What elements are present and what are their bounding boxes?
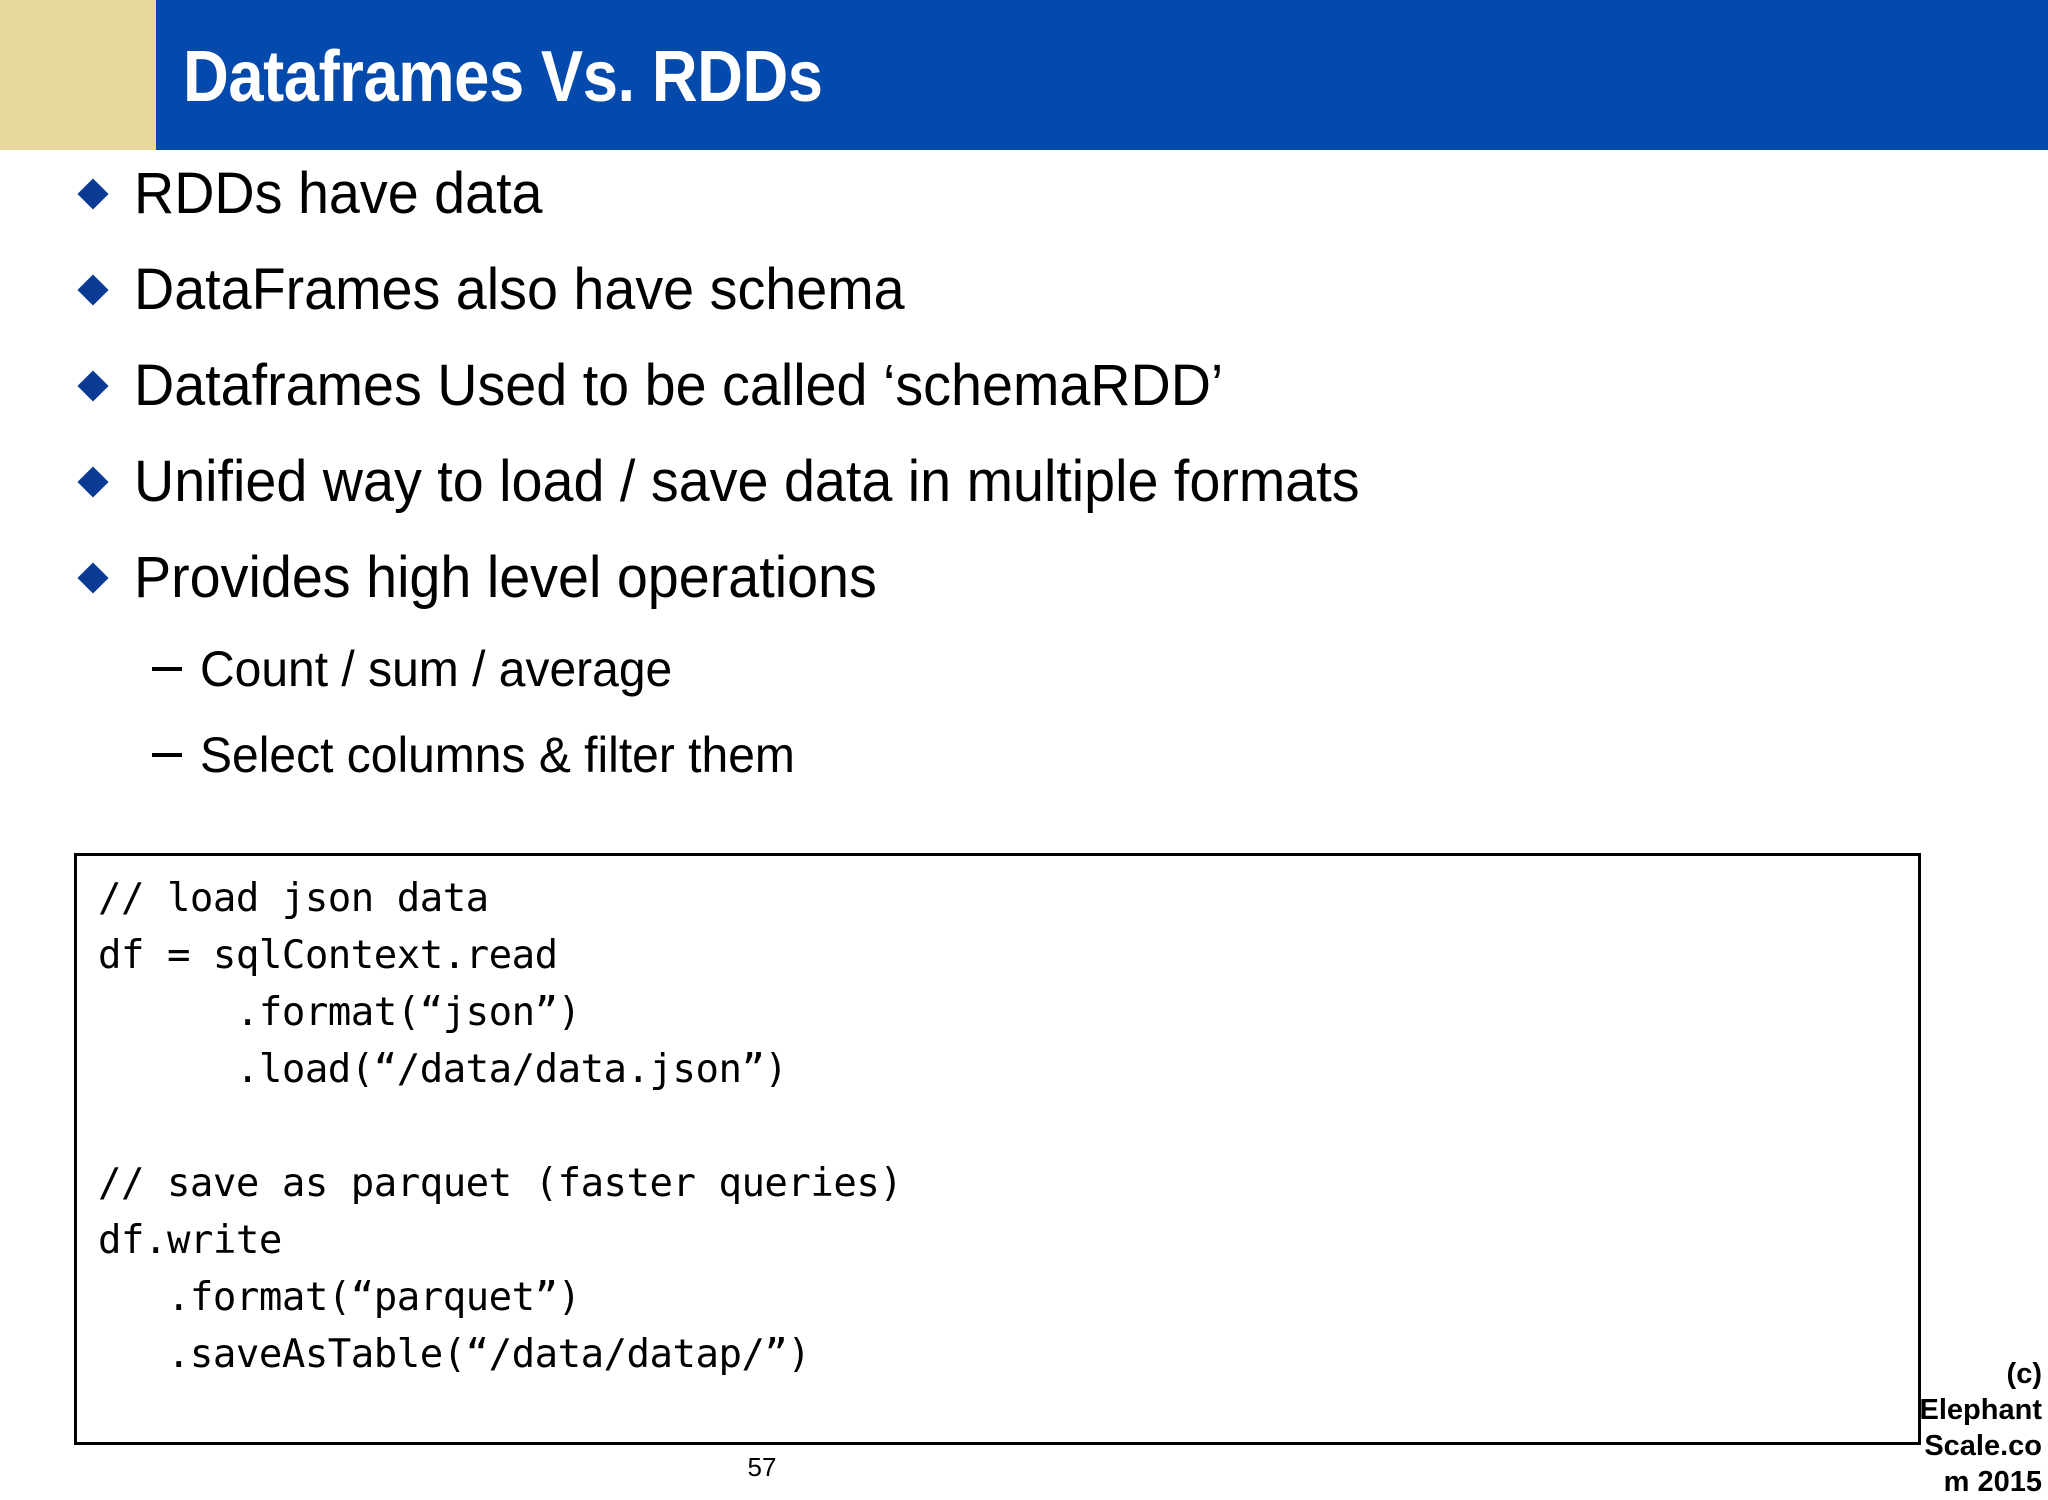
list-item: DataFrames also have schema bbox=[0, 242, 2048, 338]
sub-list-item-label: Select columns & filter them bbox=[200, 727, 795, 783]
copyright-line-2: Elephant bbox=[1919, 1394, 2042, 1426]
list-item: RDDs have data bbox=[0, 146, 2048, 242]
diamond-bullet-icon bbox=[77, 178, 109, 210]
list-item-label: Unified way to load / save data in multi… bbox=[134, 449, 1360, 514]
diamond-bullet-icon bbox=[77, 370, 109, 402]
list-item-label: DataFrames also have schema bbox=[134, 257, 905, 322]
diamond-bullet-icon bbox=[77, 562, 109, 594]
list-item: Dataframes Used to be called ‘schemaRDD’ bbox=[0, 338, 2048, 434]
code-block-text: // load json data df = sqlContext.read .… bbox=[98, 876, 903, 1377]
list-item-label: RDDs have data bbox=[134, 161, 543, 226]
code-block: // load json data df = sqlContext.read .… bbox=[74, 853, 1921, 1445]
sub-list-item: Select columns & filter them bbox=[0, 712, 2048, 798]
copyright-notice: (c) Elephant Scale.co m 2015 bbox=[1852, 1356, 2042, 1500]
list-item-label: Provides high level operations bbox=[134, 545, 877, 610]
list-item: Unified way to load / save data in multi… bbox=[0, 434, 2048, 530]
dash-bullet-icon bbox=[152, 667, 182, 671]
copyright-line-4: m 2015 bbox=[1943, 1466, 2042, 1498]
bullet-list: RDDs have data DataFrames also have sche… bbox=[0, 146, 2048, 798]
list-item-label: Dataframes Used to be called ‘schemaRDD’ bbox=[134, 353, 1224, 418]
sub-list-item-label: Count / sum / average bbox=[200, 641, 673, 697]
slide-title-banner: Dataframes Vs. RDDs bbox=[0, 0, 2048, 150]
banner-blue-block bbox=[156, 0, 2048, 150]
page-number: 57 bbox=[747, 1452, 777, 1482]
copyright-line-3: Scale.co bbox=[1924, 1430, 2042, 1462]
copyright-line-1: (c) bbox=[2006, 1358, 2042, 1390]
sub-list-item: Count / sum / average bbox=[0, 626, 2048, 712]
banner-accent-block bbox=[0, 0, 156, 150]
diamond-bullet-icon bbox=[77, 274, 109, 306]
dash-bullet-icon bbox=[152, 753, 182, 757]
diamond-bullet-icon bbox=[77, 466, 109, 498]
list-item: Provides high level operations bbox=[0, 530, 2048, 626]
page-title: Dataframes Vs. RDDs bbox=[183, 37, 823, 117]
